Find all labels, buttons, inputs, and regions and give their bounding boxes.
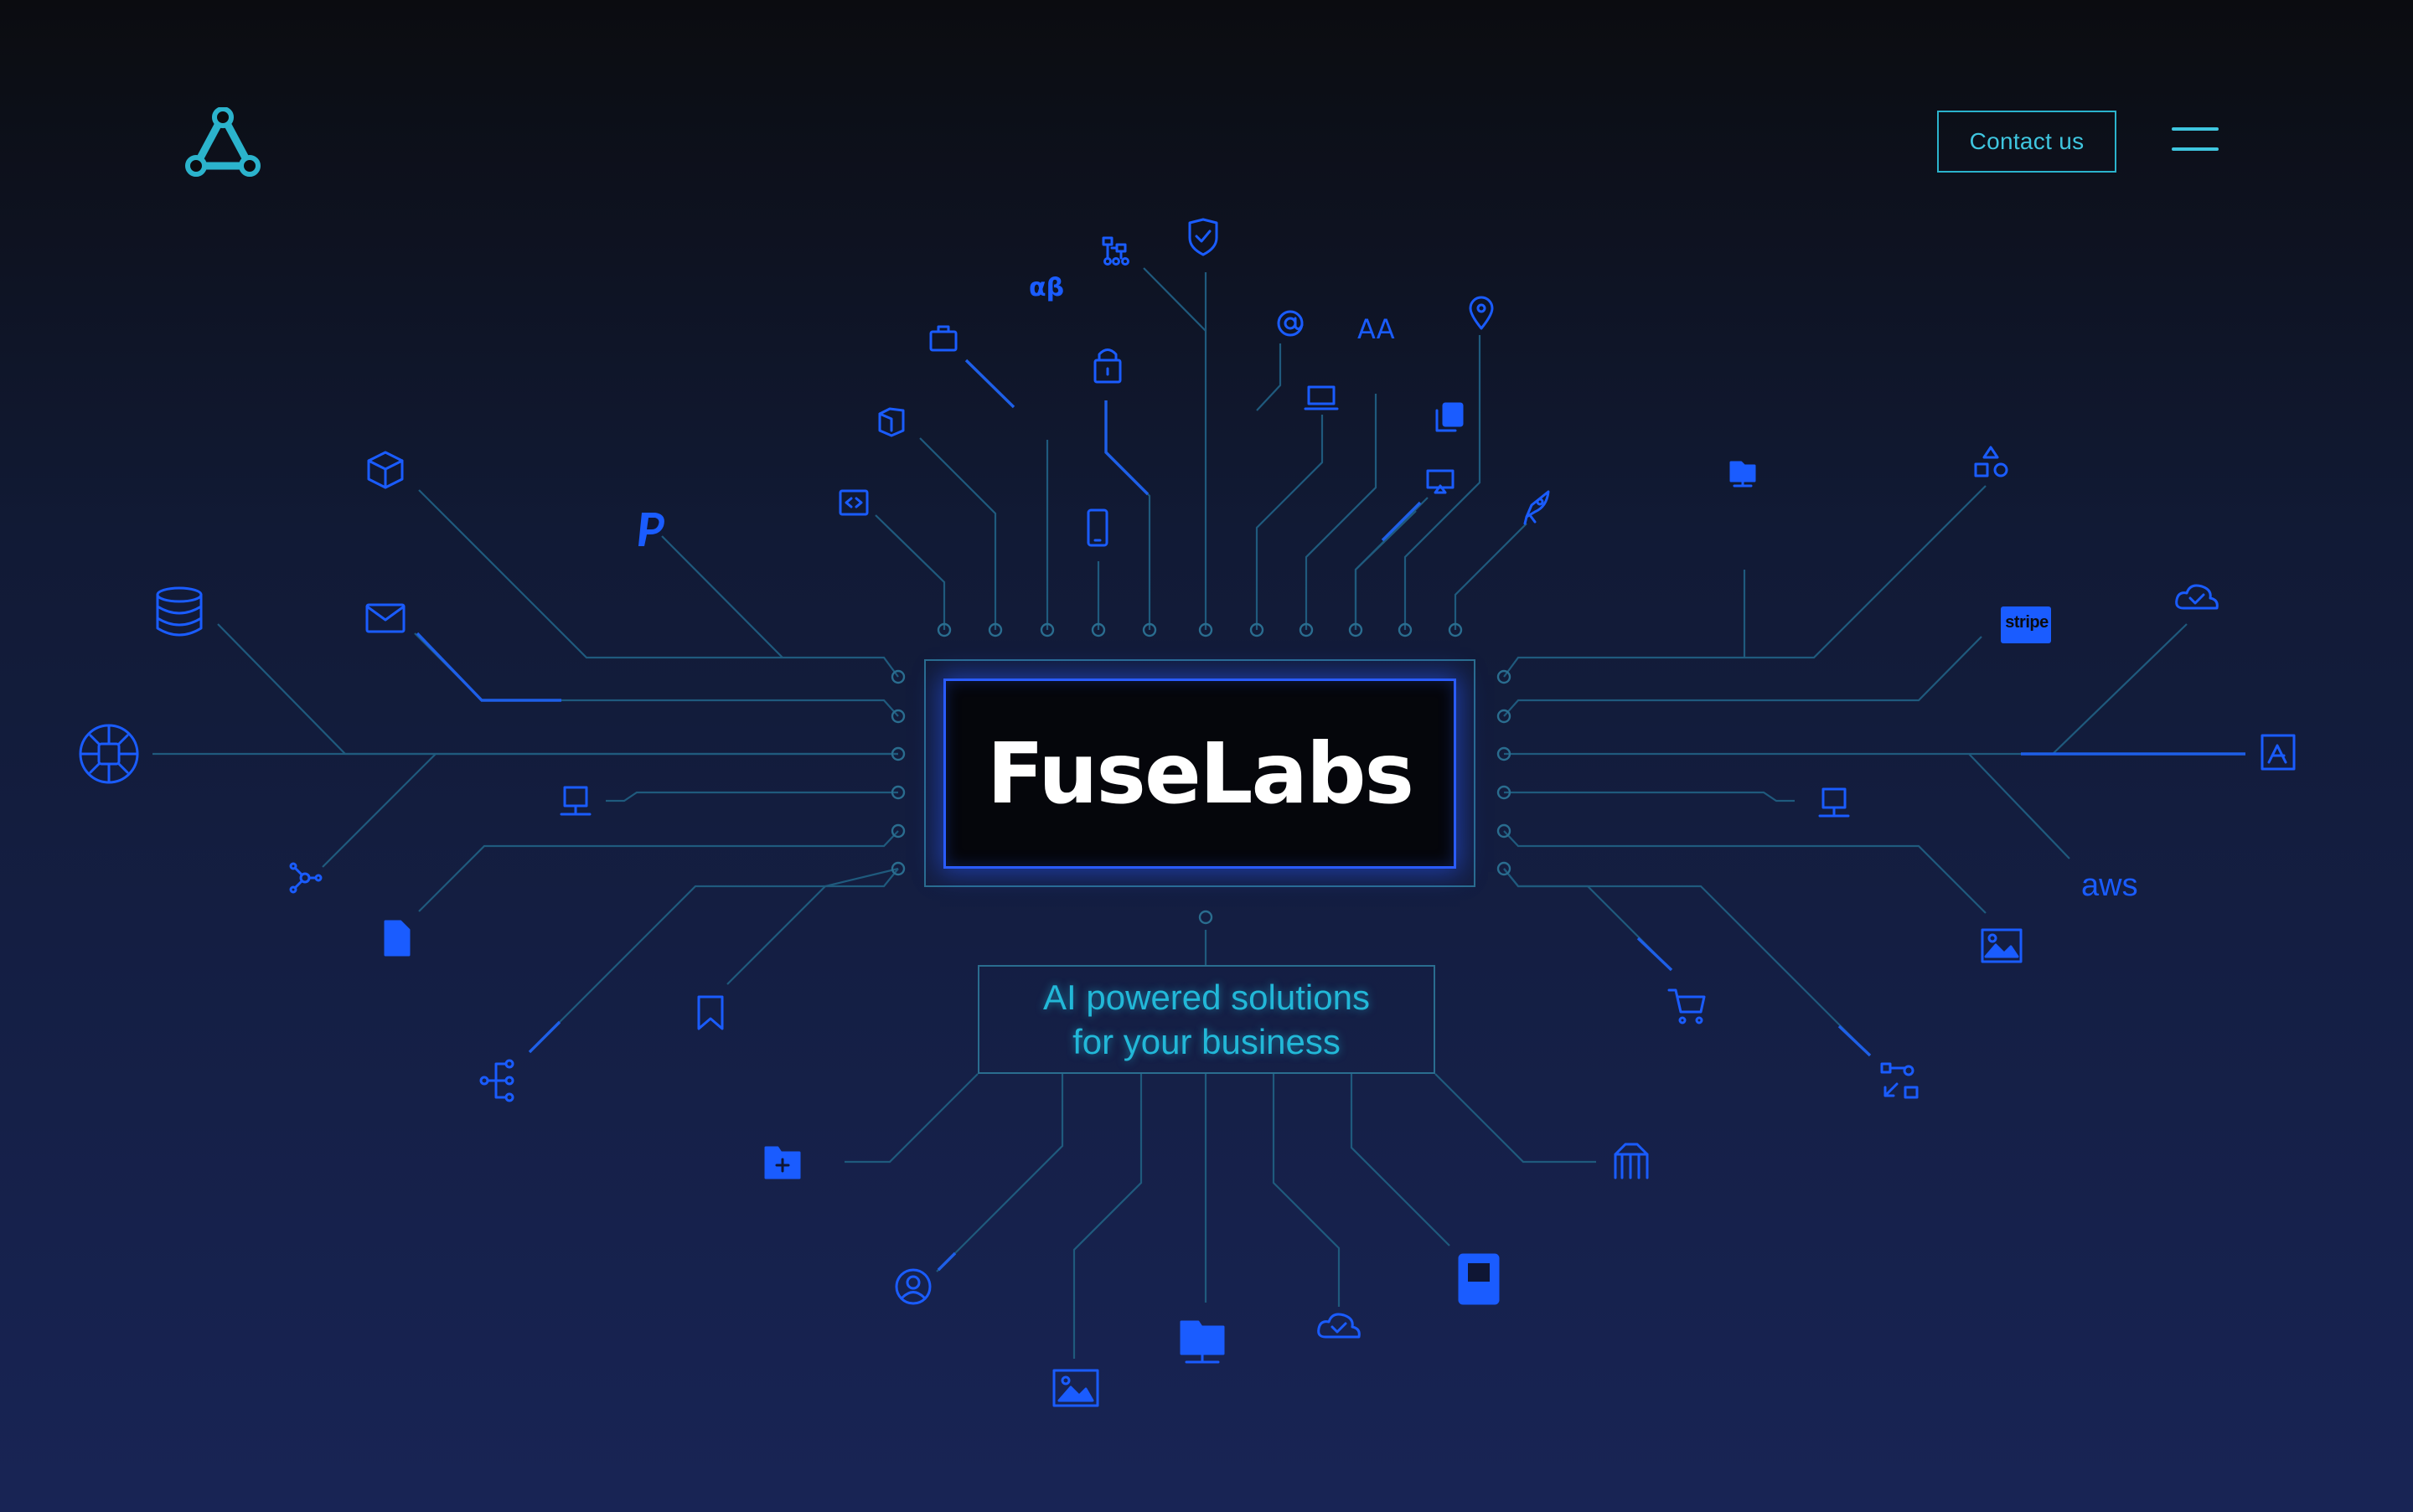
folder-network-icon: [1729, 461, 1756, 488]
folder-network-icon: [1180, 1320, 1225, 1364]
screen-share-icon: [1426, 469, 1455, 494]
image-icon: [1981, 928, 2023, 963]
at-sign-icon: [1277, 310, 1304, 337]
paypal-icon: [638, 513, 664, 546]
stripe-icon: [2001, 606, 2051, 643]
desktop-network-icon: [1818, 787, 1850, 818]
org-chart-icon: [1102, 236, 1129, 266]
shield-check-icon: [1188, 218, 1218, 256]
rocket-icon: [1523, 490, 1550, 525]
lock-icon: [1093, 348, 1122, 384]
stripe-label: stripe: [2005, 613, 2049, 632]
ai-brain-icon: [79, 724, 139, 784]
brand-name: FuseLabs: [986, 724, 1414, 823]
pdf-file-icon: [2261, 734, 2296, 771]
hierarchy-icon: [479, 1059, 514, 1102]
cloud-check-icon: [1317, 1313, 1361, 1339]
image-icon: [1052, 1369, 1099, 1407]
network-graph-icon: [289, 862, 323, 894]
laptop-icon: [1304, 385, 1339, 410]
folder-add-icon: [764, 1146, 801, 1179]
brand-chip-frame: [924, 659, 1475, 887]
contact-us-button[interactable]: Contact us: [1937, 111, 2116, 173]
circuit-lines: [152, 267, 2245, 1359]
user-avatar-icon: [895, 1268, 932, 1305]
shapes-icon: [1974, 446, 2008, 477]
font-size-icon: AA: [1357, 313, 1395, 345]
shopping-cart-icon: [1667, 988, 1706, 1024]
smartphone-icon: [1087, 508, 1108, 547]
storefront-icon: [1614, 1143, 1649, 1179]
triangle-network-logo-icon: [185, 106, 261, 177]
site-logo[interactable]: [184, 106, 261, 178]
tablet-device-icon: [1458, 1253, 1500, 1305]
bookmark-icon: [697, 995, 724, 1030]
envelope-icon: [365, 603, 406, 633]
copy-files-icon: [1435, 402, 1464, 432]
circuit-highlights: [416, 359, 2245, 1272]
tagline-line-1: AI powered solutions: [1043, 978, 1370, 1017]
cube-icon: [367, 451, 404, 489]
aws-icon: aws: [2081, 868, 2138, 903]
hamburger-menu-icon[interactable]: [2172, 124, 2222, 157]
database-icon: [156, 586, 203, 637]
workflow-icon: [1880, 1062, 1919, 1099]
briefcase-icon: [929, 325, 958, 352]
alpha-beta-icon: αβ: [1029, 273, 1065, 302]
document-icon: [384, 920, 411, 957]
brand-chip: FuseLabs: [943, 679, 1456, 869]
tagline-line-2: for your business: [1072, 1022, 1341, 1061]
desktop-network-icon: [560, 786, 592, 816]
location-pin-icon: [1469, 296, 1494, 330]
code-brackets-icon: [839, 489, 869, 516]
tagline-box: AI powered solutions for your business: [978, 965, 1435, 1074]
cloud-check-icon: [2175, 584, 2219, 610]
azure-devops-icon: [878, 407, 905, 437]
